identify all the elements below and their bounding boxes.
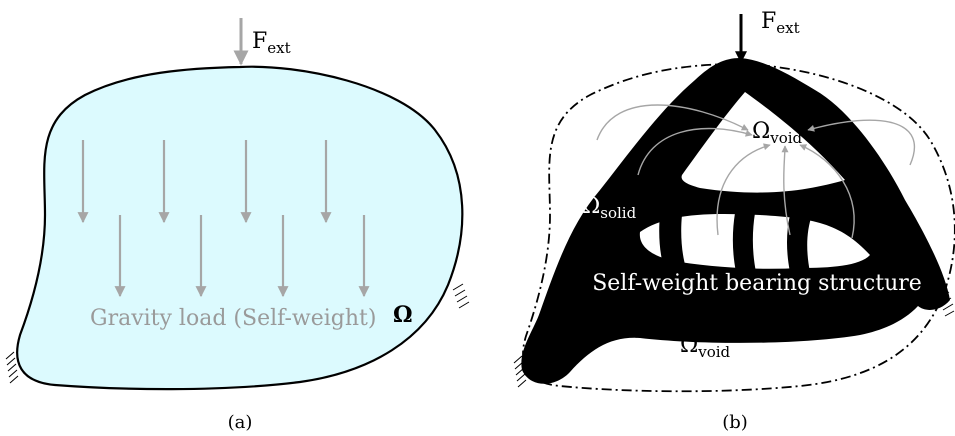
caption-b: (b): [722, 412, 748, 433]
structure-holes: [639, 92, 870, 269]
void-flow-arrow: [596, 104, 749, 141]
domain-boundary: [522, 63, 955, 393]
void-flow-arrow: [799, 144, 855, 239]
left-support-hatch: [513, 355, 527, 388]
void-flow-arrow: [781, 145, 791, 236]
panel-b: Fext Ωvoid Ωsolid Self-weight bearing st…: [513, 9, 955, 433]
void-flow-arrow: [716, 143, 771, 236]
force-label: Fext: [761, 9, 800, 37]
upper-void-hole: [681, 92, 845, 193]
panel-a: Fext Gravity load (Self-weight) Ω: [5, 18, 470, 433]
force-label: Fext: [252, 29, 291, 57]
lower-void-hole: [639, 213, 870, 269]
structure-label: Self-weight bearing structure: [592, 271, 922, 296]
void-flow-arrows: [596, 104, 916, 239]
solid-label: Ωsolid: [582, 194, 637, 222]
void-top-label: Ωvoid: [752, 119, 803, 147]
right-support-hatch: [936, 285, 955, 317]
void-bottom-label: Ωvoid: [680, 333, 731, 361]
structure-ribs: [659, 213, 812, 272]
left-support-hatch: [5, 351, 19, 384]
right-support-hatch: [452, 283, 470, 309]
gravity-load-label: Gravity load (Self-weight): [90, 306, 376, 331]
void-flow-arrow: [637, 127, 753, 176]
design-domain-shape: [16, 65, 464, 391]
domain-label: Ω: [393, 302, 413, 328]
void-flow-arrow: [807, 119, 916, 166]
gravity-arrows: [77, 140, 370, 298]
caption-a: (a): [228, 412, 253, 433]
